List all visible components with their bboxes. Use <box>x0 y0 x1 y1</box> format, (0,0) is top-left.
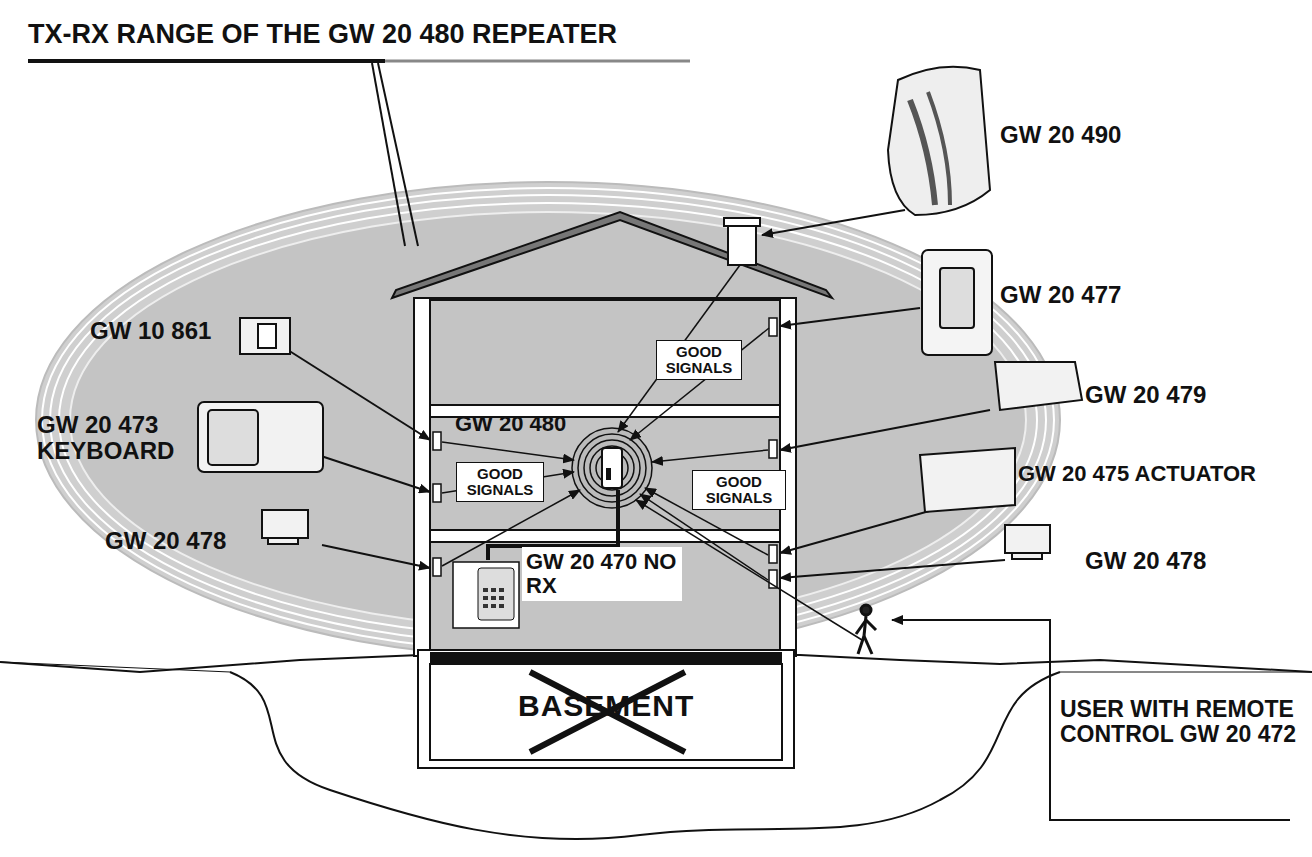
signal-box: GOOD SIGNALS <box>692 470 786 510</box>
diagram-title: TX-RX RANGE OF THE GW 20 480 REPEATER <box>28 20 617 49</box>
part-number: GW 20 479 <box>1085 382 1206 408</box>
part-number: GW 10 861 <box>90 318 211 344</box>
part-number: GW 20 478 <box>1085 548 1206 574</box>
device-label: GW 20 470 NO RX <box>526 550 678 598</box>
callout-label: USER WITH REMOTE CONTROL GW 20 472 <box>1060 697 1300 747</box>
part-number: GW 20 477 <box>1000 282 1121 308</box>
part-number: GW 20 475 ACTUATOR <box>1018 462 1256 486</box>
part-number: GW 20 480 <box>455 412 566 436</box>
signal-box: GOOD SIGNALS <box>656 340 742 380</box>
area-label: BASEMENT <box>518 690 694 722</box>
part-number: GW 20 473 KEYBOARD <box>37 412 207 464</box>
part-number: GW 20 478 <box>105 528 226 554</box>
signal-label: GOOD SIGNALS <box>695 474 783 506</box>
signal-label: GOOD SIGNALS <box>659 344 739 376</box>
part-number: GW 20 490 <box>1000 122 1121 148</box>
device-label-box: GW 20 470 NO RX <box>522 547 682 601</box>
signal-label: GOOD SIGNALS <box>459 466 541 498</box>
signal-box: GOOD SIGNALS <box>456 462 544 502</box>
